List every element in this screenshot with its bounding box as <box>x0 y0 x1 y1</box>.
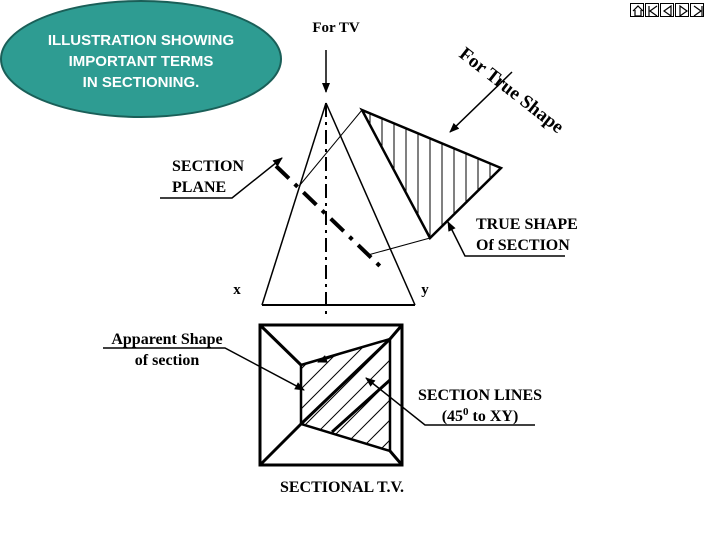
last-icon <box>693 5 703 17</box>
title-line-3: IN SECTIONING. <box>83 74 200 91</box>
for-true-shape-label: For True Shape <box>455 43 568 138</box>
prev-icon <box>662 4 672 18</box>
apparent-shape-label-1: Apparent Shape <box>111 331 222 348</box>
true-shape-label-1: TRUE SHAPE <box>476 216 578 233</box>
section-lines-label-2: (450 to XY) <box>442 406 519 425</box>
section-plane-label-2: PLANE <box>172 179 226 196</box>
next-button[interactable] <box>675 3 689 18</box>
apparent-shape-label-2: of section <box>135 352 200 369</box>
apparent-inner-arrow <box>317 351 346 363</box>
first-button[interactable] <box>645 3 659 17</box>
front-view-triangle <box>261 102 416 306</box>
sectional-tv-label: SECTIONAL T.V. <box>280 479 404 496</box>
nav-buttons <box>630 3 704 18</box>
title-ellipse: ILLUSTRATION SHOWING IMPORTANT TERMS IN … <box>0 0 282 118</box>
prev-button[interactable] <box>660 3 674 18</box>
next-icon <box>679 4 689 18</box>
y-label: y <box>421 282 429 298</box>
home-icon <box>632 5 644 17</box>
section-plane-label-1: SECTION <box>172 158 244 175</box>
title-line-1: ILLUSTRATION SHOWING <box>48 32 234 49</box>
section-plane-leader <box>160 157 283 199</box>
projector-bottom <box>367 237 431 256</box>
title-line-2: IMPORTANT TERMS <box>69 53 214 70</box>
true-shape-label-2: Of SECTION <box>476 237 570 254</box>
home-button[interactable] <box>630 3 644 17</box>
last-button[interactable] <box>690 3 704 17</box>
projector-top <box>299 109 363 186</box>
x-label: x <box>233 282 241 298</box>
apparent-shape-leader <box>103 347 305 391</box>
section-plane-line <box>274 164 386 272</box>
first-icon <box>648 5 658 17</box>
section-lines-leader <box>365 377 535 426</box>
section-lines-label-1: SECTION LINES <box>418 387 542 404</box>
true-shape-leader <box>447 221 565 257</box>
true-shape-arrow <box>449 71 513 133</box>
for-tv-label: For TV <box>312 20 360 36</box>
